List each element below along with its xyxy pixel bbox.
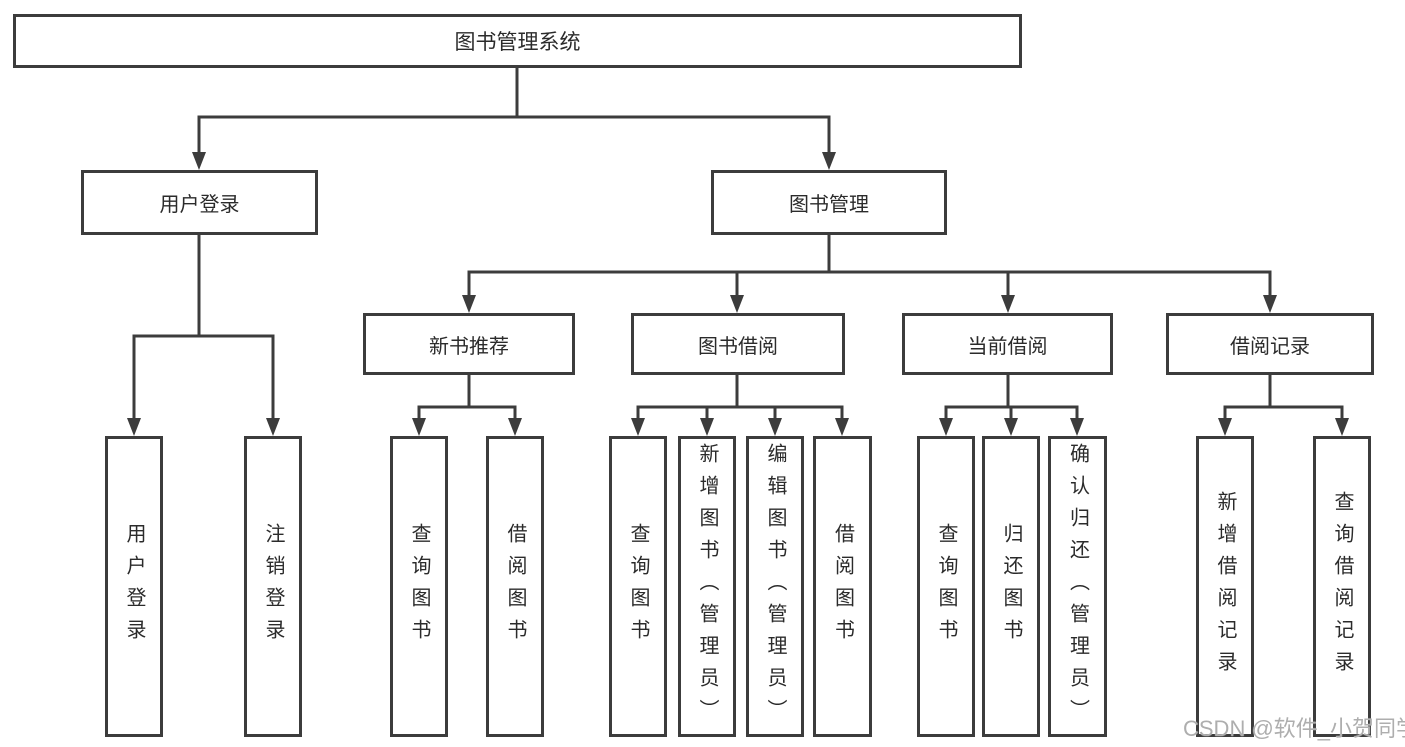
node-label: 新增借阅记录 [1214,490,1236,683]
node-label: 用户登录 [159,194,240,216]
node-label: 查询图书 [408,522,430,651]
node-leaf-confirm-return-admin: 确认归还（管理员） [1048,436,1107,737]
node-root-library-management-system: 图书管理系统 [13,14,1022,68]
node-label: 归还图书 [1000,522,1022,651]
node-root-label: 图书管理系统 [454,31,581,54]
node-current-borrowing: 当前借阅 [902,313,1113,375]
node-book-management-group: 图书管理 [711,170,947,235]
node-leaf-query-books-borrowing: 查询图书 [609,436,667,737]
node-leaf-add-borrow-record: 新增借阅记录 [1196,436,1254,737]
node-label: 查询图书 [627,522,649,651]
node-leaf-query-borrow-record: 查询借阅记录 [1313,436,1371,737]
node-user-login-group: 用户登录 [81,170,318,235]
csdn-watermark: CSDN @软件_小贺同学 [1183,716,1405,741]
node-label: 借阅图书 [831,522,854,651]
node-leaf-borrow-books-recommend: 借阅图书 [486,436,544,737]
node-leaf-borrow-books: 借阅图书 [813,436,872,737]
node-book-borrowing: 图书借阅 [631,313,845,375]
node-label: 注销登录 [262,522,284,651]
node-new-book-recommend: 新书推荐 [363,313,575,375]
node-label: 查询图书 [935,522,957,651]
node-leaf-query-books-current: 查询图书 [917,436,975,737]
node-label: 图书管理 [789,194,869,216]
node-label: 借阅图书 [504,522,526,651]
node-leaf-query-books-recommend: 查询图书 [390,436,448,737]
node-leaf-return-book: 归还图书 [982,436,1040,737]
node-leaf-logout: 注销登录 [244,436,302,737]
node-label: 借阅记录 [1230,335,1310,358]
connector-shafts [132,66,1344,424]
node-leaf-user-login: 用户登录 [105,436,163,737]
node-label: 确认归还（管理员） [1066,442,1089,731]
node-borrowing-records: 借阅记录 [1166,313,1374,375]
node-label: 新增图书（管理员） [696,442,718,731]
node-leaf-edit-book-admin: 编辑图书（管理员） [746,436,804,737]
node-label: 图书借阅 [698,335,778,358]
node-label: 用户登录 [123,522,145,651]
node-leaf-add-book-admin: 新增图书（管理员） [678,436,736,737]
node-label: 查询借阅记录 [1331,490,1353,683]
node-label: 编辑图书（管理员） [764,442,786,731]
node-label: 新书推荐 [429,335,509,358]
node-label: 当前借阅 [967,335,1048,358]
